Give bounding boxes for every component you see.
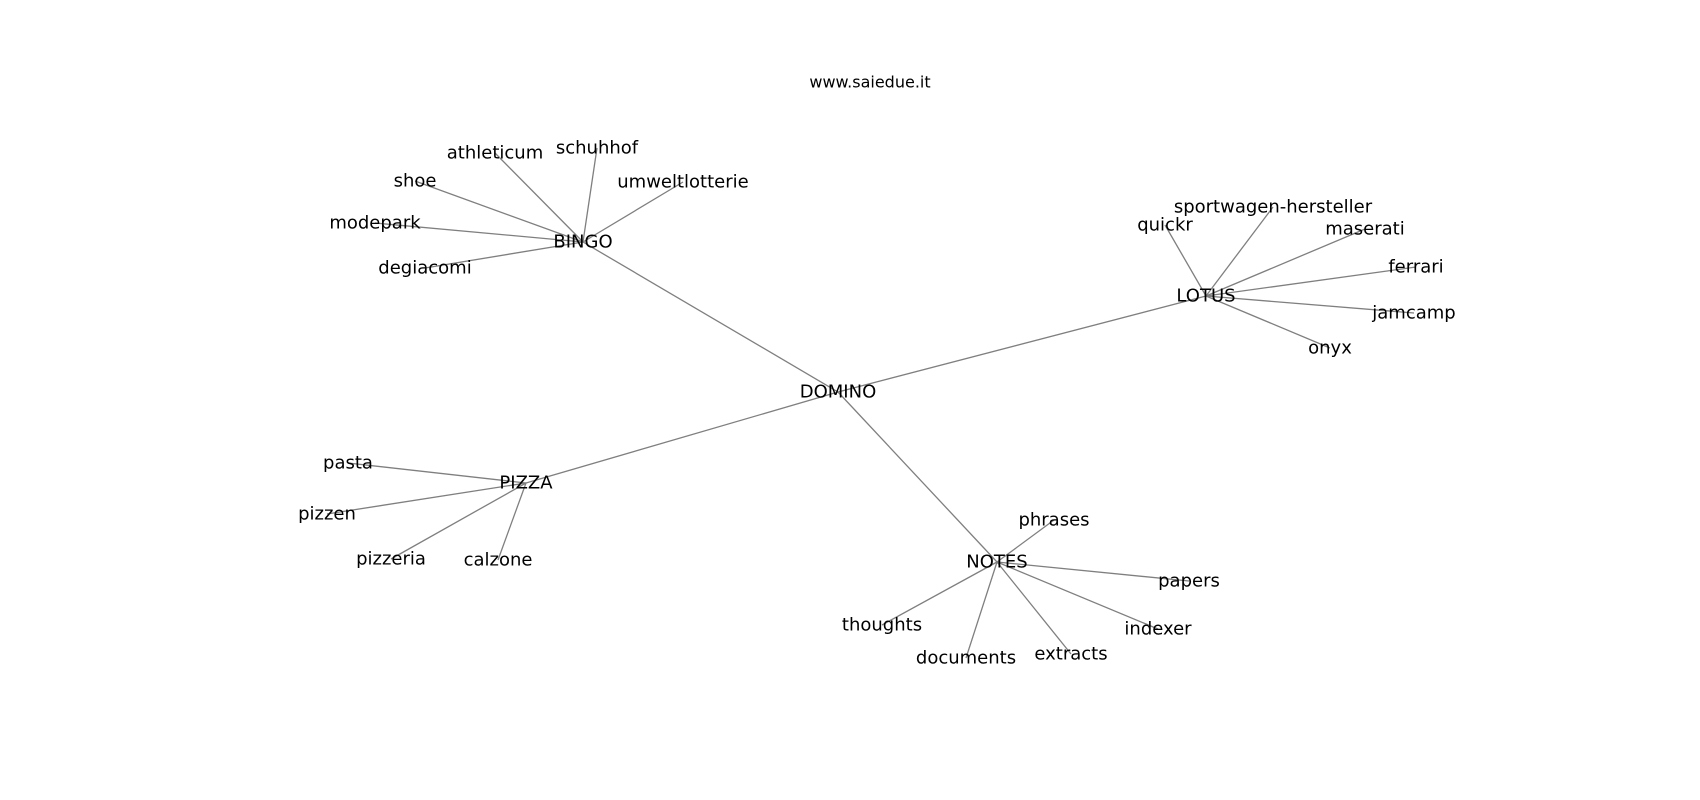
- node-extracts: extracts: [1034, 644, 1107, 665]
- edge-bingo-athleticum: [494, 152, 584, 243]
- node-pasta: pasta: [323, 453, 373, 474]
- edge-bingo-degiacomi: [424, 241, 584, 269]
- node-quickr: quickr: [1137, 215, 1193, 236]
- edge-bingo-schuhhof: [582, 147, 598, 243]
- edge-lotus-sportwagen-hersteller: [1205, 206, 1274, 297]
- node-notes: NOTES: [966, 552, 1027, 573]
- edge-notes-thoughts: [881, 561, 998, 626]
- edge-notes-extracts: [996, 561, 1072, 655]
- edge-pizza-pasta: [347, 462, 527, 484]
- edge-lotus-jamcamp: [1205, 295, 1415, 314]
- edge-layer: [326, 147, 1417, 659]
- node-athleticum: athleticum: [447, 143, 543, 164]
- edge-domino-pizza: [525, 391, 839, 484]
- edge-notes-documents: [965, 561, 998, 659]
- edge-domino-lotus: [837, 295, 1207, 393]
- node-pizzeria: pizzeria: [356, 549, 426, 570]
- edge-pizza-calzone: [497, 482, 527, 561]
- edge-lotus-quickr: [1164, 224, 1207, 297]
- node-onyx: onyx: [1308, 338, 1352, 359]
- node-modepark: modepark: [329, 213, 421, 234]
- edge-notes-phrases: [996, 519, 1055, 563]
- node-calzone: calzone: [464, 550, 533, 571]
- node-bingo: BINGO: [553, 232, 612, 253]
- node-maserati: maserati: [1325, 219, 1405, 240]
- edge-lotus-maserati: [1205, 228, 1366, 297]
- edge-bingo-umweltlotterie: [582, 181, 684, 243]
- edge-lotus-onyx: [1205, 295, 1331, 349]
- edge-bingo-shoe: [414, 180, 584, 243]
- node-thoughts: thoughts: [842, 615, 922, 636]
- edge-pizza-pizzeria: [390, 482, 527, 560]
- node-jamcamp: jamcamp: [1371, 303, 1455, 324]
- node-schuhhof: schuhhof: [556, 138, 639, 159]
- edge-lotus-ferrari: [1205, 266, 1417, 297]
- node-pizzen: pizzen: [298, 504, 356, 525]
- node-documents: documents: [916, 648, 1016, 669]
- edge-bingo-modepark: [374, 222, 584, 243]
- node-pizza: PIZZA: [499, 473, 553, 494]
- node-shoe: shoe: [394, 171, 437, 192]
- edge-domino-notes: [837, 391, 998, 563]
- node-ferrari: ferrari: [1388, 257, 1443, 278]
- node-umweltlotterie: umweltlotterie: [617, 172, 748, 193]
- edge-notes-papers: [996, 561, 1190, 582]
- node-papers: papers: [1158, 571, 1220, 592]
- graph-title: www.saiedue.it: [809, 73, 930, 92]
- node-indexer: indexer: [1124, 619, 1192, 640]
- node-degiacomi: degiacomi: [378, 258, 471, 279]
- label-layer: DOMINO BINGO athleticum schuhhof umweltlotte…: [298, 138, 1456, 669]
- node-sportwagen-hersteller: sportwagen-hersteller: [1174, 197, 1373, 218]
- edge-domino-bingo: [582, 241, 839, 393]
- node-phrases: phrases: [1018, 510, 1089, 531]
- node-lotus: LOTUS: [1176, 286, 1235, 307]
- node-domino: DOMINO: [800, 382, 877, 403]
- edge-pizza-pizzen: [326, 482, 527, 515]
- edge-notes-indexer: [996, 561, 1159, 630]
